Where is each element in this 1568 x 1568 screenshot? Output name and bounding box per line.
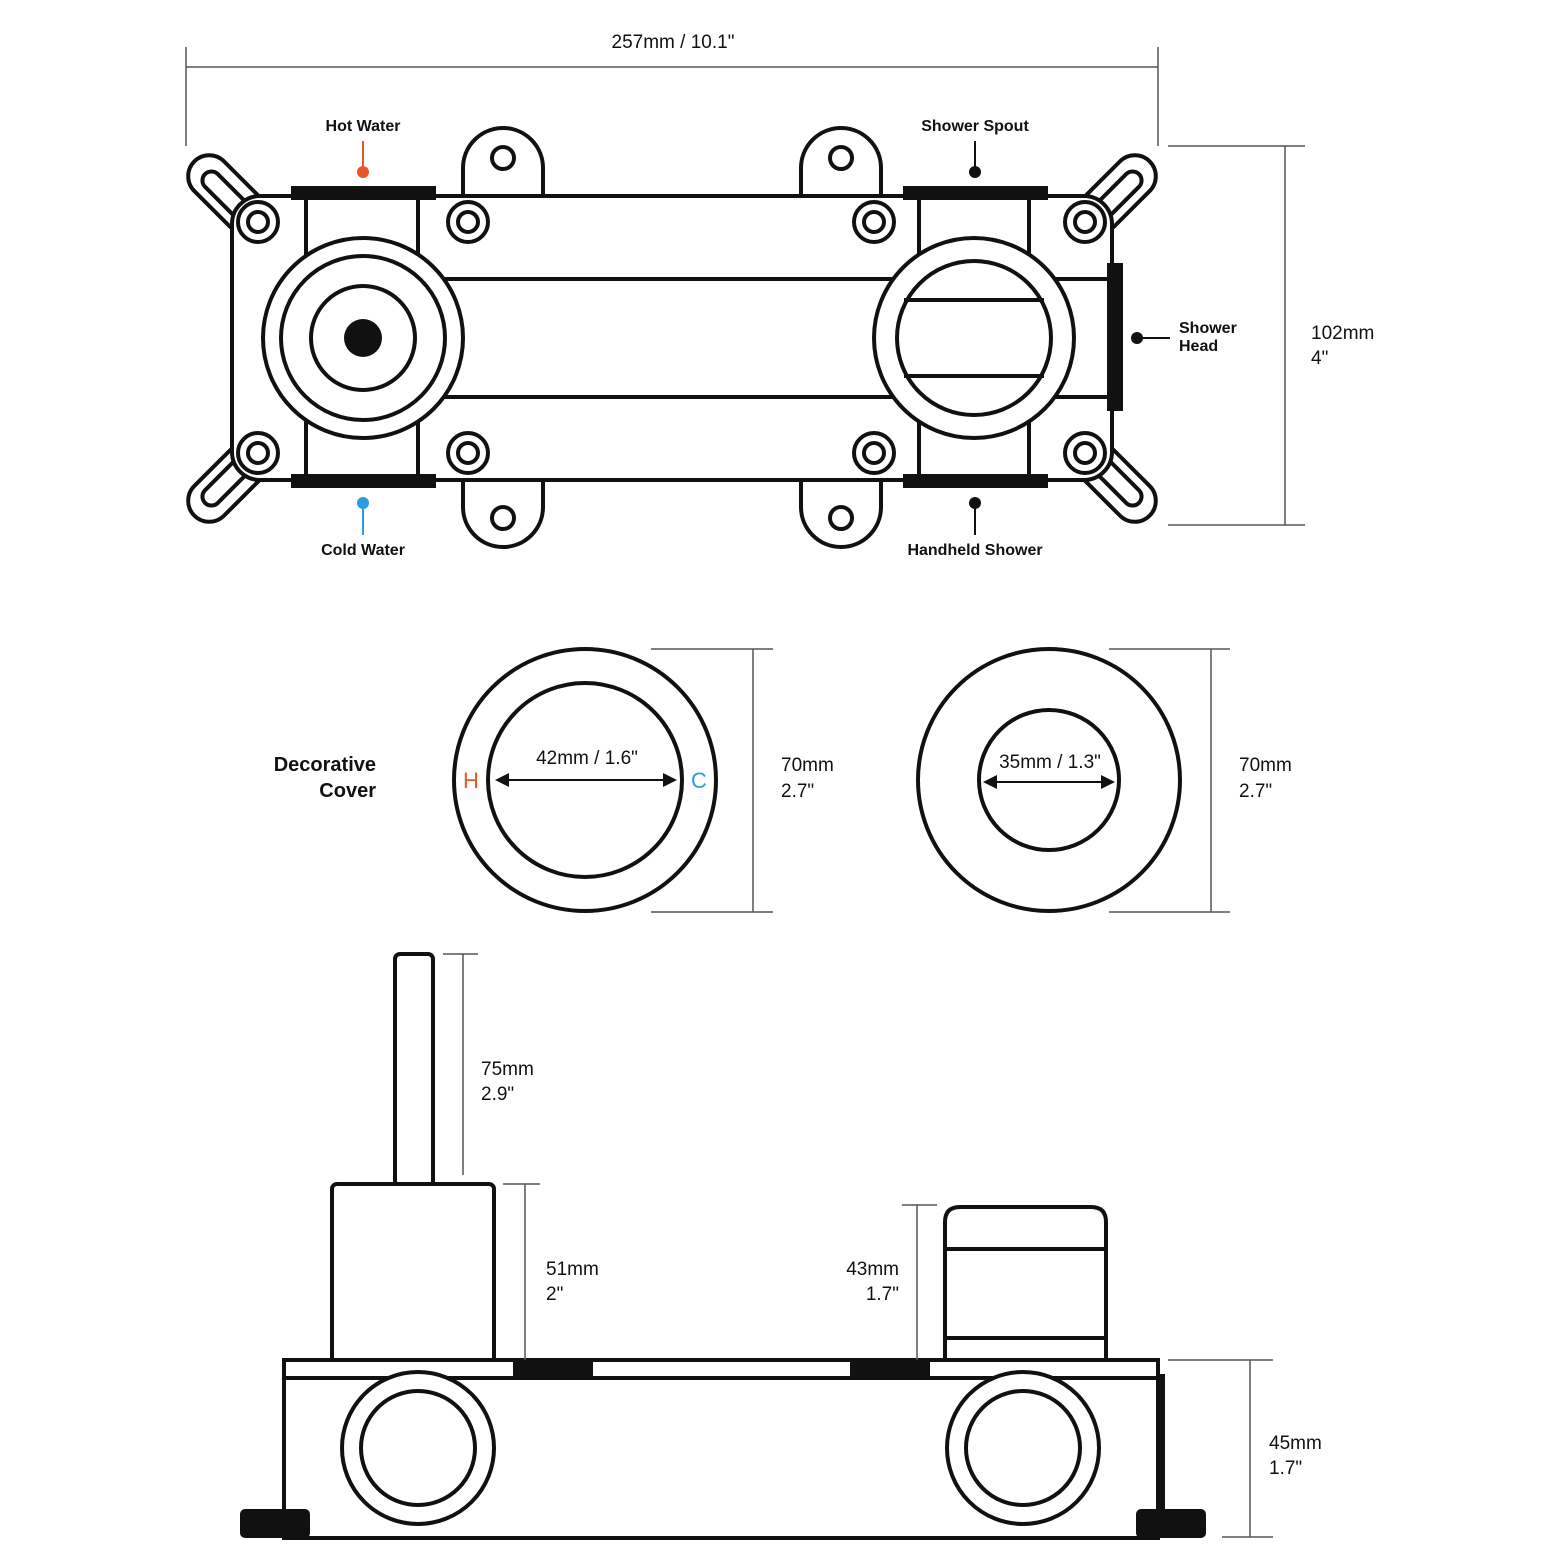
side-view: 75mm 2.9" 51mm 2" 43mm 1.7" 45mm 1.7" <box>240 952 1322 1540</box>
cold-water-label: Cold Water <box>321 542 405 559</box>
shower-spout-label: Shower Spout <box>921 118 1029 135</box>
handle-dimension-mm: 51mm <box>546 1259 599 1280</box>
decorative-cover-title-1: Decorative <box>274 754 376 776</box>
height-dimension-mm: 102mm <box>1311 323 1374 344</box>
knob-dimension-in: 1.7" <box>866 1284 899 1305</box>
cold-water-callout: Cold Water <box>321 497 405 559</box>
port-bars <box>291 186 1123 488</box>
mixer-cover-outer-mm: 70mm <box>781 755 834 776</box>
width-dimension: 257mm / 10.1" <box>185 32 1159 146</box>
cold-letter: C <box>691 768 707 793</box>
height-dimension-in: 4" <box>1311 348 1328 369</box>
hot-water-label: Hot Water <box>326 118 401 135</box>
shower-head-label-1: Shower <box>1179 320 1237 337</box>
decorative-cover-title-2: Cover <box>319 780 376 802</box>
handle-dimension: 51mm 2" <box>503 1183 599 1360</box>
hot-letter: H <box>463 768 479 793</box>
mixer-lever <box>393 952 435 1188</box>
diverter-cover-inner-dimension: 35mm / 1.3" <box>999 752 1101 773</box>
mixer-valve-port <box>261 236 465 440</box>
diverter-cover-outer-in: 2.7" <box>1239 781 1272 802</box>
lever-dimension-in: 2.9" <box>481 1084 514 1105</box>
lever-dimension: 75mm 2.9" <box>443 953 534 1175</box>
mixer-handle <box>330 1182 496 1364</box>
width-dimension-label: 257mm / 10.1" <box>612 32 735 53</box>
shower-spout-callout: Shower Spout <box>921 118 1029 178</box>
diverter-valve-port <box>872 236 1076 440</box>
diverter-knob <box>943 1205 1108 1362</box>
mixer-cover-inner-dimension: 42mm / 1.6" <box>536 748 638 769</box>
body-dimension-in: 1.7" <box>1269 1458 1302 1479</box>
height-dimension: 102mm 4" <box>1168 145 1374 526</box>
handheld-shower-label: Handheld Shower <box>907 542 1042 559</box>
lever-dimension-mm: 75mm <box>481 1059 534 1080</box>
handle-dimension-in: 2" <box>546 1284 563 1305</box>
shower-head-label-2: Head <box>1179 338 1218 355</box>
mixer-cover: 42mm / 1.6" H C 70mm 2.7" <box>452 647 834 913</box>
knob-dimension: 43mm 1.7" <box>846 1204 937 1360</box>
mixer-cover-outer-in: 2.7" <box>781 781 814 802</box>
top-view: 257mm / 10.1" 102mm 4" <box>185 32 1374 559</box>
screw-holes <box>236 200 1107 475</box>
diverter-cover: 35mm / 1.3" 70mm 2.7" <box>916 647 1292 913</box>
knob-dimension-mm: 43mm <box>846 1259 899 1280</box>
body-dimension: 45mm 1.7" <box>1168 1359 1322 1538</box>
decorative-covers: Decorative Cover 42mm / 1.6" H C 70mm 2.… <box>274 647 1292 913</box>
mounting-tabs <box>461 126 883 549</box>
hot-water-callout: Hot Water <box>326 118 401 178</box>
diverter-cover-outer-mm: 70mm <box>1239 755 1292 776</box>
side-body <box>240 1358 1206 1540</box>
handheld-shower-callout: Handheld Shower <box>907 497 1043 559</box>
shower-head-callout: Shower Head <box>1131 320 1237 355</box>
body-dimension-mm: 45mm <box>1269 1433 1322 1454</box>
